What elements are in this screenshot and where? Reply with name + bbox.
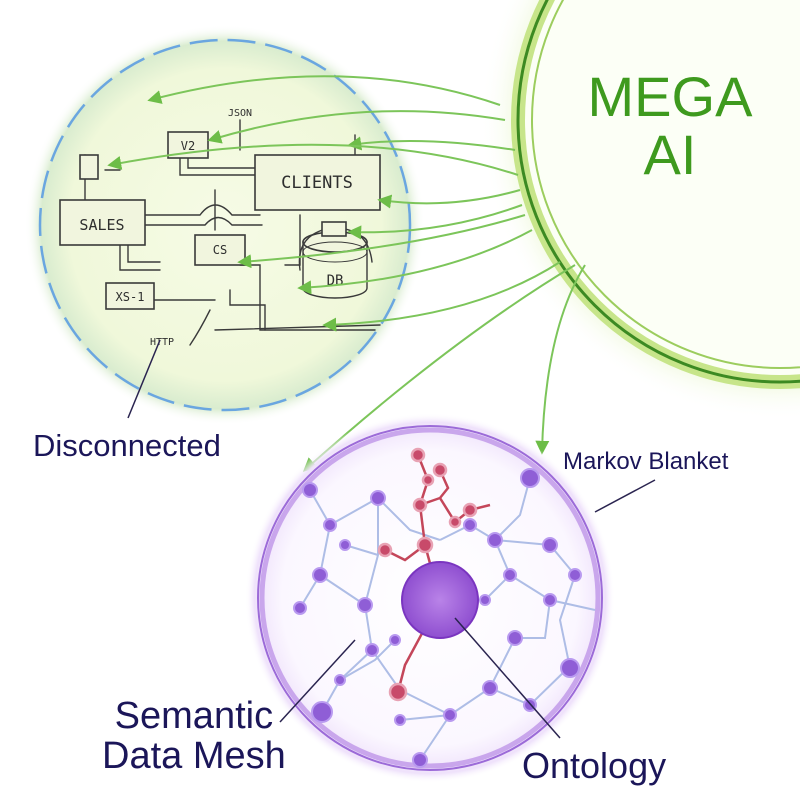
semantic-label-line-1: Semantic bbox=[114, 695, 274, 737]
http-note: HTTP bbox=[150, 337, 174, 348]
mesh-nodes bbox=[293, 468, 582, 768]
cs-box bbox=[194, 234, 246, 266]
semantic-mesh-leader-line bbox=[279, 639, 356, 723]
sales-box-label: SALES bbox=[79, 216, 124, 234]
semantic-label-line-2: Data Mesh bbox=[102, 735, 286, 777]
mega-ai-title-line-1: MEGA bbox=[587, 65, 753, 128]
markov-blanket-label: Markov Blanket bbox=[563, 448, 729, 475]
mega-ai-title-line-2: AI bbox=[643, 123, 697, 186]
sales-box bbox=[59, 199, 146, 246]
ontology-nodes bbox=[377, 447, 478, 702]
cs-box-label: CS bbox=[213, 243, 227, 257]
xs1-box bbox=[105, 282, 155, 310]
semantic-data-mesh-label: Semantic Data Mesh bbox=[102, 696, 286, 776]
mega-ai-title: MEGA AI bbox=[560, 68, 780, 184]
clients-box bbox=[254, 154, 381, 211]
v2-box-label: V2 bbox=[181, 139, 195, 153]
disconnected-label: Disconnected bbox=[33, 428, 221, 463]
mega-ai-sphere bbox=[480, 0, 800, 420]
xs1-box-label: XS-1 bbox=[116, 290, 145, 304]
ontology-label: Ontology bbox=[522, 745, 667, 786]
disconnected-leader-line bbox=[127, 339, 161, 419]
clients-box-label: CLIENTS bbox=[281, 173, 353, 193]
ontology-core bbox=[401, 561, 479, 639]
ontology-leader-line bbox=[454, 617, 561, 739]
json-note: JSON bbox=[228, 108, 252, 119]
small-server-box bbox=[79, 154, 99, 180]
markov-blanket-leader-line bbox=[594, 479, 656, 513]
ai-to-legacy-arrows bbox=[107, 75, 586, 472]
